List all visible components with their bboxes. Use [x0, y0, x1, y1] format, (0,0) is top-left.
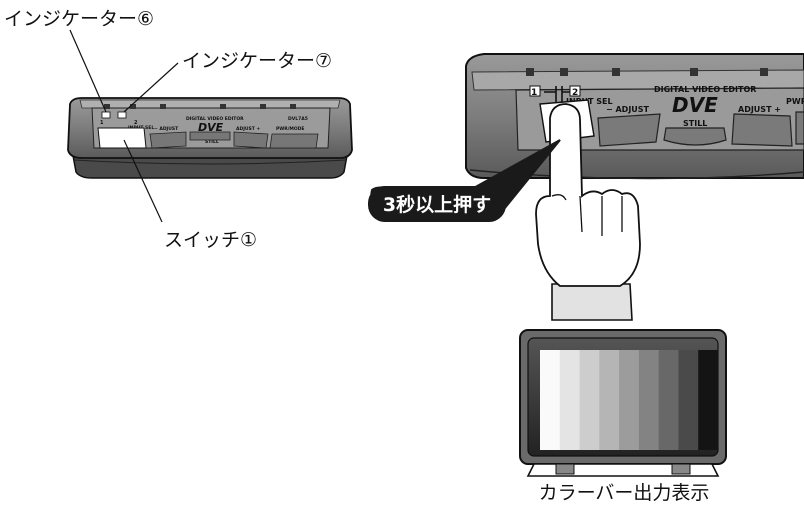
large-pwr-label: PWR/	[786, 97, 804, 106]
color-bar-3	[579, 350, 600, 450]
still-button[interactable]	[189, 131, 231, 141]
large-adjust-minus-label: − ADJUST	[606, 105, 650, 114]
large-input-sel-label: INPUT SEL	[566, 97, 613, 106]
color-bar-output-caption: カラーバー出力表示	[539, 482, 710, 504]
switch-1-leader	[123, 139, 163, 223]
large-input-2-label: 2	[572, 88, 578, 98]
large-adjust-minus-button[interactable]	[597, 113, 661, 147]
adjust-minus-label: − ADJUST	[154, 126, 179, 132]
color-bar-2	[559, 350, 581, 450]
indicator-7-led	[117, 111, 127, 119]
large-adjust-plus-label: ADJUST +	[738, 105, 781, 114]
color-bar-1	[540, 350, 561, 450]
small-device: 1 2 INPUT SEL DIGITAL VIDEO EDITOR DVE D…	[67, 97, 353, 179]
indicator-6-led	[101, 111, 111, 119]
pressing-hand-icon	[535, 103, 641, 321]
large-brand-line: DIGITAL VIDEO EDITOR	[654, 85, 756, 94]
still-label: STILL	[205, 139, 219, 145]
indicator-6-callout: インジケーター⑥	[4, 8, 154, 30]
press-badge-text: 3秒以上押す	[383, 193, 491, 216]
color-bar-5	[619, 350, 640, 450]
press-badge: 3秒以上押す	[368, 139, 561, 222]
pwr-mode-label: PWR/MODE	[276, 126, 304, 132]
adjust-minus-button[interactable]	[149, 131, 187, 149]
color-bar-9	[698, 350, 719, 450]
indicator-6-leader	[69, 29, 107, 113]
model-label: DVL7A5	[288, 116, 308, 122]
large-pwr-button[interactable]	[795, 111, 804, 145]
color-bars	[540, 350, 719, 450]
input-1-label: 1	[100, 120, 104, 126]
indicator-7-leader	[123, 62, 179, 113]
large-adjust-plus-button[interactable]	[731, 113, 793, 147]
color-bar-4	[599, 350, 620, 450]
indicator-7-callout: インジケーター⑦	[182, 50, 332, 72]
large-still-label: STILL	[683, 119, 707, 128]
tv-monitor	[519, 329, 727, 477]
pwr-mode-button[interactable]	[269, 133, 319, 149]
color-bar-8	[678, 350, 699, 450]
large-device: 1 2 INPUT SEL DIGITAL VIDEO EDITOR DVE −…	[465, 53, 804, 180]
input-2-label: 2	[134, 120, 138, 126]
adjust-plus-button[interactable]	[233, 131, 269, 149]
color-bar-6	[638, 350, 660, 450]
color-bar-7	[658, 350, 679, 450]
brand-line: DIGITAL VIDEO EDITOR	[186, 116, 244, 122]
large-still-button[interactable]	[663, 127, 727, 146]
dve-logo: DVE	[198, 121, 224, 134]
large-dve-logo: DVE	[672, 93, 718, 117]
switch-1-button[interactable]	[97, 127, 147, 149]
adjust-plus-label: ADJUST +	[236, 126, 260, 132]
switch-1-callout: スイッチ①	[164, 229, 257, 251]
large-input-1-label: 1	[531, 88, 537, 98]
